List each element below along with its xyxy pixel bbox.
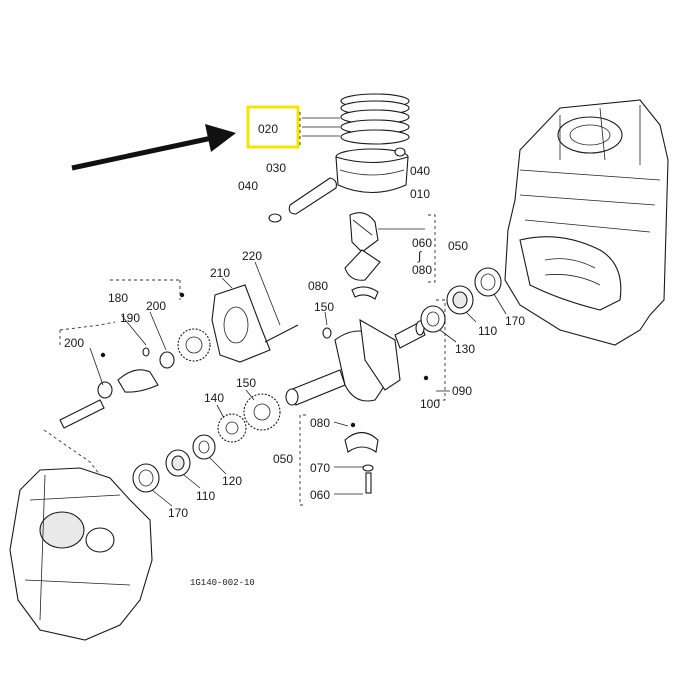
pin-190 [142,347,150,357]
idler-gear-150 [243,393,281,431]
label-080-lower: 080 [310,416,330,430]
circlip-right [394,147,406,157]
right-bearings [420,267,502,333]
label-220: 220 [242,249,262,263]
lower-bearing-cap [344,431,379,494]
label-150-pin: 150 [314,300,334,314]
label-210: 210 [210,266,230,280]
label-080-rod: 080 [308,279,328,293]
figure-caption: 1G140-002-10 [190,578,255,588]
label-010: 010 [410,187,430,201]
engine-block [504,99,669,346]
label-180: 180 [108,291,128,305]
label-070: 070 [310,461,330,475]
piston-rings [340,93,410,145]
label-020: 020 [258,122,278,136]
crankcase-cover [9,467,153,641]
label-200-upper: 200 [146,299,166,313]
gear-case-210 [211,284,271,363]
shaft-lower-left [59,399,105,429]
label-100: 100 [420,397,440,411]
label-060-upper: 060 [412,236,432,250]
lower-bearings [132,434,216,493]
highlight-box [246,105,300,149]
gear-140 [217,413,247,443]
label-040-left: 040 [238,179,258,193]
timing-gear [177,328,211,362]
label-200-left: 200 [64,336,84,350]
crankshaft [285,318,426,406]
label-110-lower: 110 [196,489,215,503]
label-060-lower: 060 [310,488,330,502]
circlip-left [268,213,282,223]
label-150-gear: 150 [236,376,256,390]
collar-200a [159,351,175,369]
label-090: 090 [452,384,472,398]
label-120: 120 [222,474,242,488]
label-170-right: 170 [505,314,525,328]
label-tilde: ∫ [417,249,422,263]
rod-bearing-upper [351,286,379,300]
piston [335,148,409,193]
label-190: 190 [120,311,140,325]
connecting-rod [344,212,381,281]
label-050-lower: 050 [273,452,293,466]
label-170-lower: 170 [168,506,188,520]
label-030: 030 [266,161,286,175]
dowel-160 [322,327,332,339]
label-050-upper: 050 [448,239,468,253]
label-140: 140 [204,391,224,405]
label-080-upper-right: 080 [412,263,432,277]
label-040-right: 040 [410,164,430,178]
bearing-200b [97,381,113,399]
label-130: 130 [455,342,475,356]
governor-weight [117,369,159,393]
label-110-right: 110 [478,324,497,338]
piston-pin [288,177,337,215]
bolt-220 [264,324,299,343]
pointer-arrow [71,124,236,171]
